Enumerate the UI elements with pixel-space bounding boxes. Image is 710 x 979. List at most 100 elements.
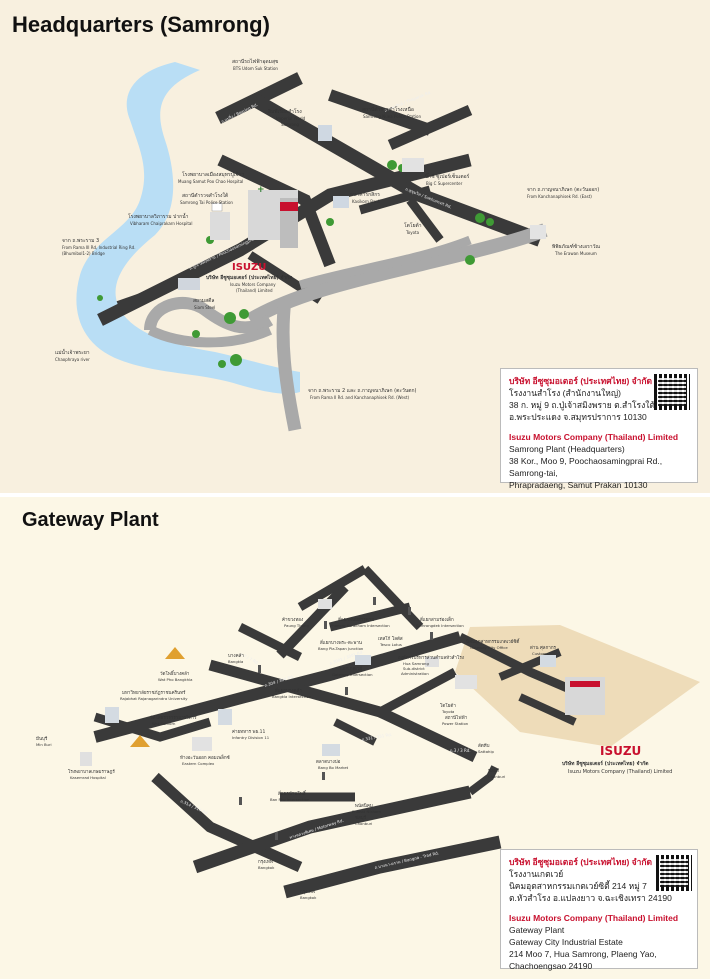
traffic-light-icon bbox=[258, 665, 261, 673]
hq-addr-th2: อ.พระประแดง จ.สมุทรปราการ 10130 bbox=[509, 412, 647, 422]
gw-huasamrong-th: องค์การบริหารส่วนตำบลหัวสำโรง bbox=[398, 654, 464, 661]
road-toyota bbox=[406, 197, 444, 243]
gw-bangbo-en: Bang Bo Market bbox=[318, 765, 349, 770]
hq-rama3-th: จาก ถ.พระราม 3 bbox=[62, 238, 99, 244]
hq-isuzu-logo: ISUZU bbox=[232, 262, 266, 273]
gw-eastern-th: ห้างอะวันออก คอมเพล็กซ์ bbox=[180, 753, 230, 761]
gw-addr-th2: ต.หัวสำโรง อ.แปลงยาว จ.ฉะเชิงเทรา 24190 bbox=[509, 893, 672, 903]
gw-infantry-th: ค่ายทหาร พธ.11 bbox=[232, 729, 265, 735]
road-chonburi bbox=[467, 765, 499, 796]
gw-chonburi2-en: Chonburi bbox=[355, 821, 372, 826]
gw-chonburi2-th: ชลบุรี bbox=[355, 815, 367, 821]
road-bangna-trad bbox=[283, 835, 502, 899]
gw-chonburi-en: Chonburi bbox=[488, 774, 505, 779]
hq-toyota-th: โตโยต้า bbox=[404, 222, 422, 229]
gw-gatewaycity-en: Gateway City Office bbox=[470, 645, 508, 650]
hq-bigc-en: Big C Supercenter bbox=[426, 181, 463, 186]
gw-kasemrad-en: Kasemrad Hospital bbox=[70, 775, 106, 780]
gw-plant-en1: Gateway Plant bbox=[509, 925, 565, 935]
hq-rama2-th: จาก ถ.พระราม 2 และ ถ.กาญจนาภิเษก (ตะวันต… bbox=[308, 387, 417, 394]
expressway-loop bbox=[144, 296, 274, 334]
imperial-building bbox=[318, 125, 332, 141]
gw-paungthong-en: Paung Thong bbox=[284, 623, 309, 628]
hq-addr-en1: 38 Kor., Moo 9, Poochaosamingprai Rd., S… bbox=[509, 456, 663, 478]
road-left-spur bbox=[116, 281, 177, 309]
kasikorn-building bbox=[333, 196, 349, 208]
gw-bangkok2-en: Bangkok bbox=[300, 895, 317, 900]
gw-bangkok2-th: กรุงเทพ bbox=[300, 889, 315, 895]
toyota-building bbox=[425, 657, 439, 667]
gateway-map: Gateway Plant ถ.304 / 304 Rd. ถ.300 bbox=[0, 497, 710, 979]
gw-rajabhat-th: มหาวิทยาลัยราชภัฏราชนครินทร์ bbox=[122, 689, 186, 696]
siamsteel-building bbox=[178, 278, 200, 290]
road-estate-3 bbox=[518, 693, 577, 726]
temple-icon bbox=[130, 735, 150, 747]
gw-customs-en: Customs bbox=[532, 651, 549, 656]
gw-addr-th1: นิคมอุตสาหกรรมเกตเวย์ซิตี้ 214 หมู่ 7 bbox=[509, 881, 647, 891]
hq-kasikorn-th: ธนาคารกสิกร bbox=[350, 191, 380, 198]
gw-rajabhat-en: Rajabhat Rajanagarindra University bbox=[120, 696, 188, 701]
hq-rama2-en: From Rama II Rd. and Kanchanaphisek Rd. … bbox=[310, 395, 410, 400]
tesco-building bbox=[355, 655, 371, 665]
gw-bangkla-int-th: สี่แยกบางคล้า bbox=[275, 687, 303, 694]
traffic-light-icon bbox=[275, 832, 278, 840]
gw-map-svg: ถ.304 / 304 Rd. ถ.3001 / 3001 Rd. ถ.331 … bbox=[36, 565, 700, 900]
hq-company-th: บริษัท อีซูซุมอเตอร์ (ประเทศไทย) จำกัด bbox=[509, 376, 653, 386]
gw-company-th: บริษัท อีซูซุมอเตอร์ (ประเทศไทย) จำกัด bbox=[509, 857, 653, 867]
eastern-complex-building bbox=[192, 737, 212, 751]
hq-title: Headquarters (Samrong) bbox=[12, 12, 270, 37]
gw-isuzu-logo: ISUZU bbox=[600, 744, 641, 758]
hq-river-en: Chaophraya river bbox=[55, 357, 90, 362]
hq-hospital-en: Muang Samut Poo Chao Hospital bbox=[178, 179, 243, 184]
gw-huasamrong-en3: Administration bbox=[401, 671, 429, 676]
hq-siamsteel-th: สยามสตีล bbox=[193, 297, 214, 304]
headquarters-map: Headquarters (Samrong) ถ.แบริ่ง / Bearin bbox=[0, 0, 710, 493]
gw-huasamrong-en2: Sub-district bbox=[403, 666, 425, 671]
gw-paungthong-th: ค้าขวงทอง bbox=[282, 617, 303, 623]
hq-isuzu-en1: Isuzu Motors Company bbox=[230, 282, 276, 287]
tree bbox=[192, 330, 200, 338]
paungthong-building bbox=[318, 599, 332, 609]
gw-phanomsarakham-en: Phanom Sarakham Intersection bbox=[330, 623, 390, 628]
traffic-light-icon bbox=[322, 772, 325, 780]
gw-addr-en2: Chachoengsao 24190 bbox=[509, 961, 593, 971]
gw-gateway-int-th: แยกเกตเวย์ bbox=[340, 665, 363, 672]
gw-minburi-en: Min Buri bbox=[36, 742, 52, 747]
erawan-building bbox=[530, 225, 546, 239]
road-3001 bbox=[276, 583, 349, 659]
hq-vibharam-en: Vibharam Chaiprakarn Hospital bbox=[130, 221, 192, 226]
traffic-light-icon bbox=[239, 797, 242, 805]
hq-addr-en2: Phrapradaeng, Samut Prakan 10130 bbox=[509, 480, 648, 490]
hq-buildings: + bbox=[178, 125, 546, 290]
gw-bangkla-en: Bangkla bbox=[228, 659, 243, 664]
hq-hospital-th: โรงพยาบาลเมืองสมุทรปู่เจ้าฯ bbox=[182, 171, 244, 178]
gw-toyota-en: Toyota bbox=[441, 709, 454, 714]
gw-isuzu-en: Isuzu Motors Company (Thailand) Limited bbox=[568, 769, 672, 775]
gw-samrongdek-en: Samrongdek Intersection bbox=[416, 623, 464, 628]
road-7-motorway bbox=[192, 785, 472, 874]
road-kasikorn bbox=[358, 185, 432, 215]
road-bangkla bbox=[237, 622, 303, 662]
gw-chonburi-th: ชลบุรี bbox=[488, 768, 500, 774]
hq-isuzu-th: บริษัท อีซูซุมอเตอร์ (ประเทศไทย) จำกัด bbox=[206, 274, 292, 282]
hq-police-th: สถานีตำรวจสำโรงเหนือ bbox=[362, 106, 414, 113]
kasemrad-building bbox=[80, 752, 92, 766]
road-upper-grid3 bbox=[361, 565, 424, 631]
road-bangbo bbox=[333, 718, 377, 746]
hq-map-svg: ถ.แบริ่ง / Bearing Rd. ถ.สุขุมวิท / Sukh… bbox=[55, 58, 600, 432]
power-station-building bbox=[455, 675, 477, 689]
tree bbox=[326, 218, 334, 226]
traffic-light-icon bbox=[408, 607, 411, 615]
gw-bangkla-int-en: Bangkla Intersection bbox=[272, 694, 312, 699]
hq-isuzu-en2: (Thailand) Limited bbox=[236, 288, 273, 293]
bigc-building bbox=[402, 158, 424, 172]
gw-watsothorn-th: วัดโสธรวรารามวรวิหาร bbox=[150, 714, 197, 721]
gw-watsothorn-en: Wat Sothorn bbox=[152, 721, 176, 726]
hq-vibharam-th: โรงพยาบาลวิภาราม ปากน้ำ bbox=[128, 211, 189, 220]
gw-qr-code-icon[interactable] bbox=[656, 855, 692, 891]
gw-banpho-en: Ban Pho Intersection bbox=[270, 797, 310, 802]
tree bbox=[475, 213, 485, 223]
gw-plant-th: โรงงานเกตเวย์ bbox=[509, 869, 564, 879]
infantry-building bbox=[218, 709, 232, 725]
hq-qr-code-icon[interactable] bbox=[654, 374, 690, 410]
